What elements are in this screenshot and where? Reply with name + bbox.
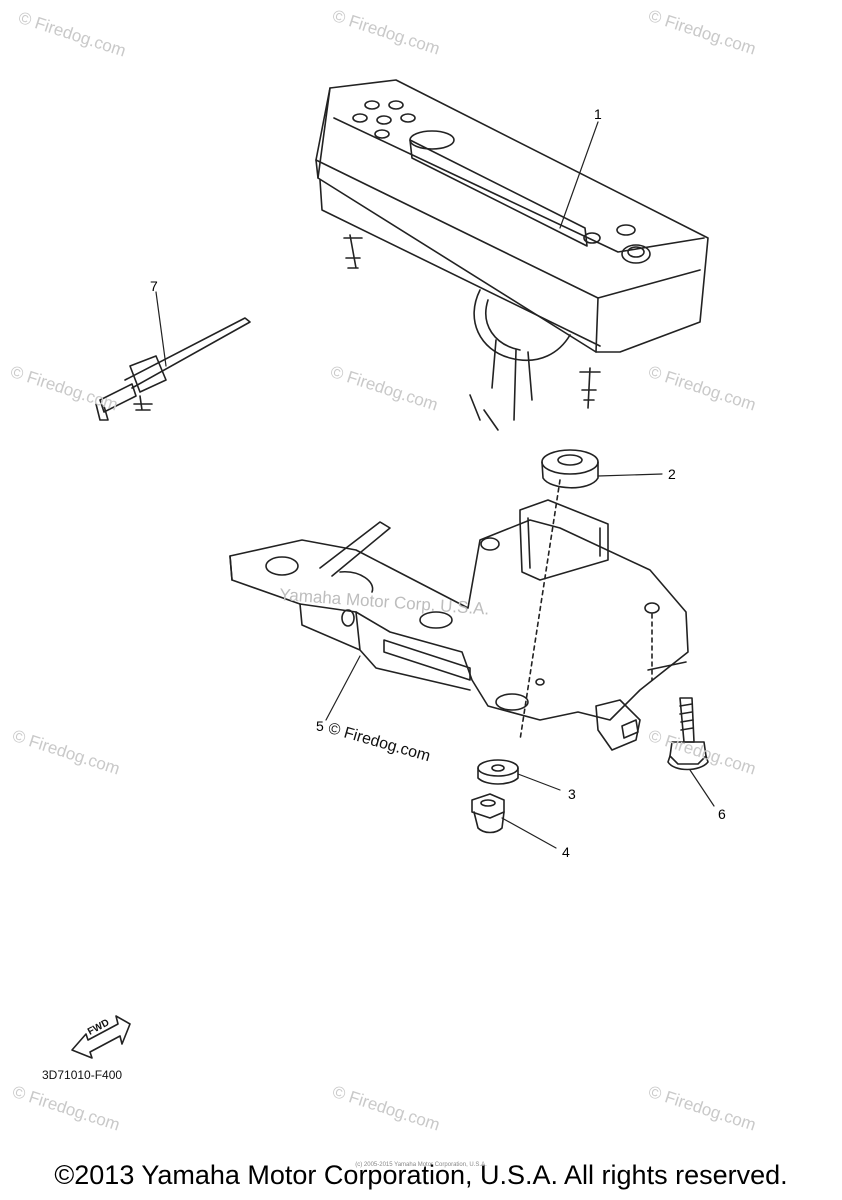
- washer-3: [477, 759, 519, 785]
- fwd-arrow-icon: [71, 1015, 131, 1059]
- copyright-notice: ©2013 Yamaha Motor Corporation, U.S.A. A…: [54, 1160, 788, 1190]
- callout-1: 1: [594, 106, 602, 122]
- grommet-2: [541, 449, 599, 489]
- nut-4: [471, 793, 505, 834]
- callout-6: 6: [718, 806, 726, 822]
- callout-3: 3: [568, 786, 576, 802]
- meter-assembly: [315, 79, 709, 431]
- callout-4: 4: [562, 844, 570, 860]
- callout-5: 5: [316, 718, 324, 734]
- callout-7: 7: [150, 278, 158, 294]
- flange-bolt: [667, 697, 709, 771]
- leader-lines: [155, 121, 715, 849]
- part-code: 3D71010-F400: [42, 1068, 123, 1082]
- callout-2: 2: [668, 466, 676, 482]
- copyright-small: (c) 2005-2015 Yamaha Motor Corporation, …: [355, 1162, 487, 1168]
- meter-bracket: [229, 479, 689, 751]
- cable-tie: [95, 317, 251, 421]
